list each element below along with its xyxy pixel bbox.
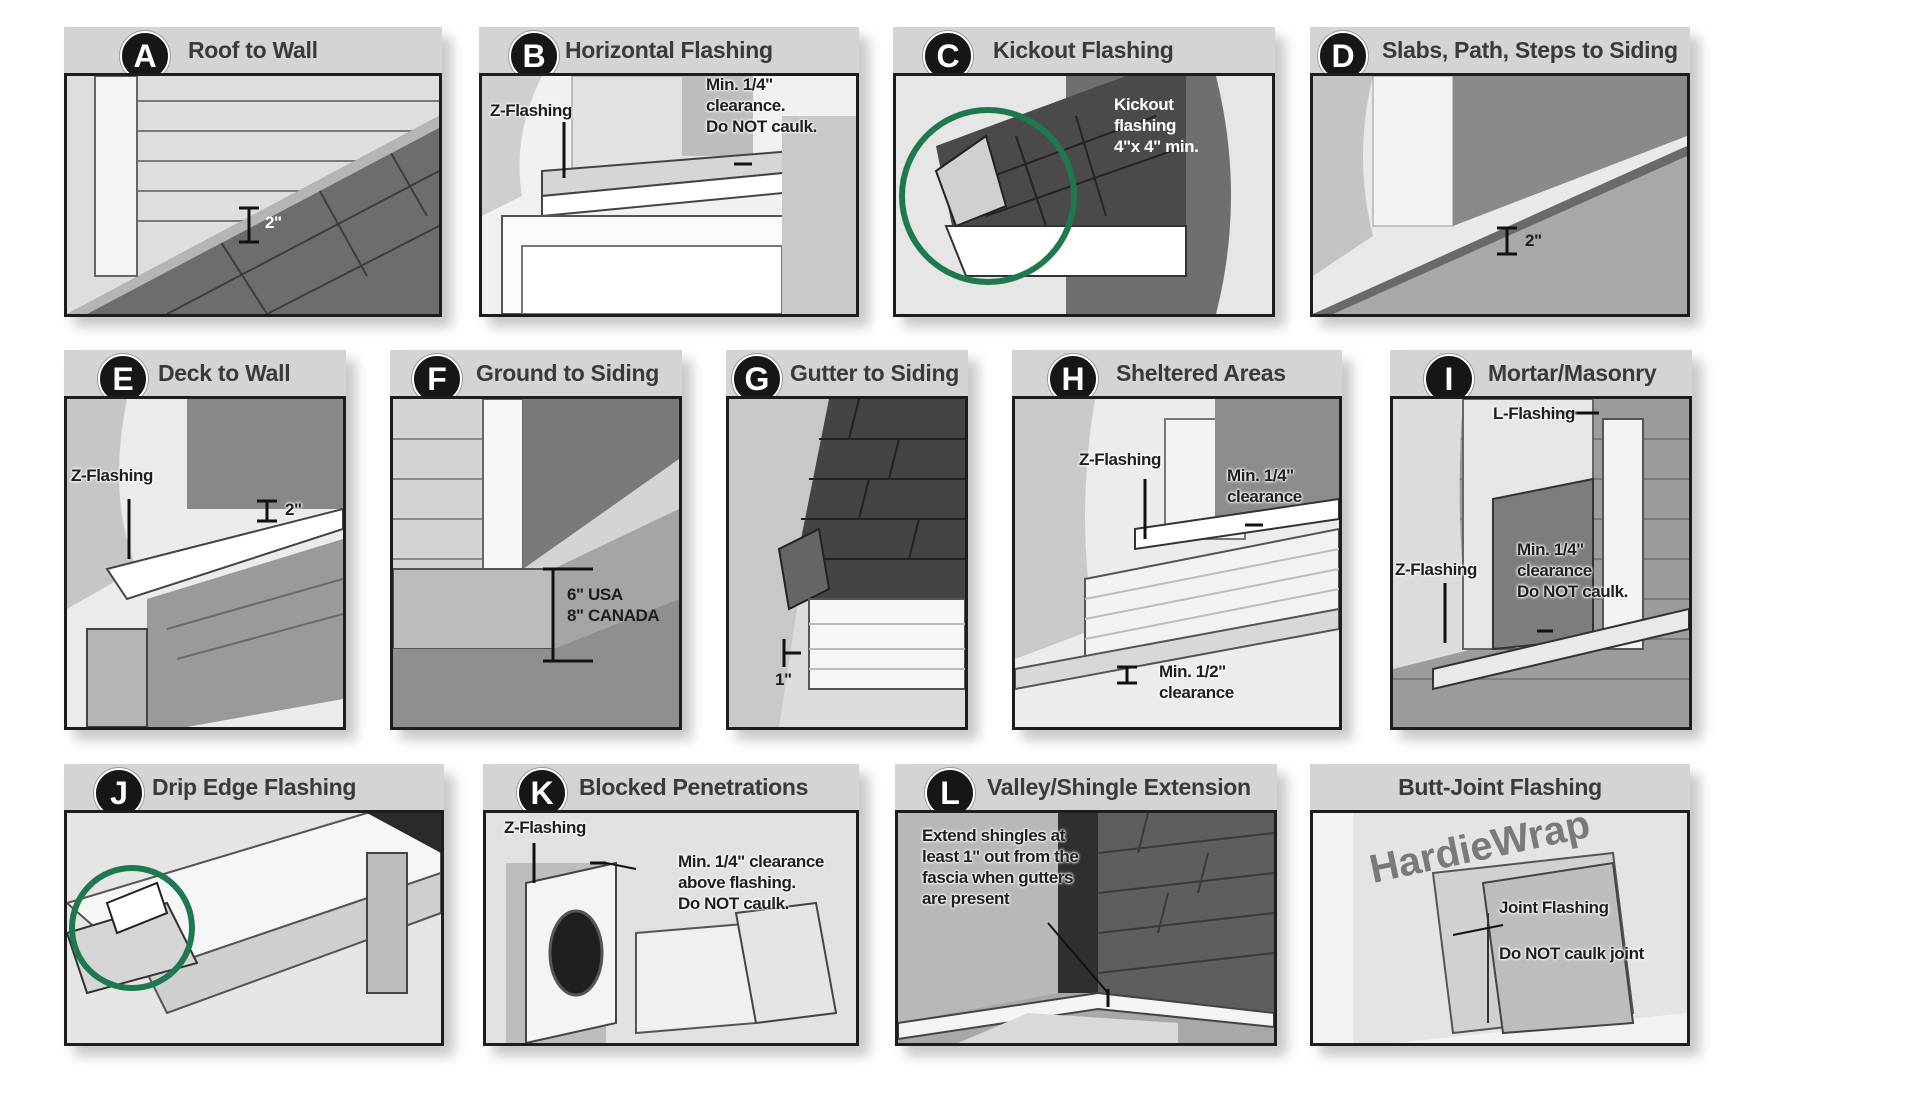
panel-illustration: 1" xyxy=(726,396,968,730)
panel-mortar-masonry: I Mortar/Masonry L-Flashing xyxy=(1390,350,1692,730)
z-flashing-label: Z-Flashing xyxy=(504,818,586,837)
panel-deck-to-wall: E Deck to Wall Z-Flashing 2" xyxy=(64,350,346,730)
panel-illustration: L-Flashing Z-Flashing Min. 1/4" clearanc… xyxy=(1390,396,1692,730)
panel-illustration: 2" xyxy=(1310,73,1690,317)
clearance-2in-label: 2" xyxy=(265,213,282,232)
panel-horizontal-flashing: B Horizontal Flashing Z-Flashing Min. 1/… xyxy=(479,27,859,317)
ground-clearance-label: 6" USA 8" CANADA xyxy=(567,585,660,625)
panel-illustration: HardieWrap Joint Flashing Do NOT caulk j… xyxy=(1310,810,1690,1046)
clearance-1in-label: 1" xyxy=(775,670,792,689)
panel-illustration: 6" USA 8" CANADA xyxy=(390,396,682,730)
panel-blocked-penetrations: K Blocked Penetrations Z-Flashing Min. 1… xyxy=(483,764,859,1046)
clearance-half-label: Min. 1/2" clearance xyxy=(1159,662,1234,702)
clearance-note: Min. 1/4" clearance. Do NOT caulk. xyxy=(706,75,817,136)
panel-ground-to-siding: F Ground to Siding 6" USA 8" CANADA xyxy=(390,350,682,730)
clearance-note: Min. 1/4" clearance Do NOT caulk. xyxy=(1517,540,1628,601)
panel-letter-badge: J xyxy=(94,768,144,818)
panel-letter-badge: A xyxy=(120,31,170,81)
clearance-2in-label: 2" xyxy=(285,500,302,519)
joint-flashing-label: Joint Flashing xyxy=(1499,898,1609,917)
panel-illustration: Z-Flashing Min. 1/4" clearance above fla… xyxy=(483,810,859,1046)
panel-valley-shingle-extension: L Valley/Shingle Extension Extend shi xyxy=(895,764,1277,1046)
z-flashing-label: Z-Flashing xyxy=(71,466,153,485)
panel-gutter-to-siding: G Gutter to Siding xyxy=(726,350,968,730)
panel-title: Kickout Flashing xyxy=(993,37,1174,63)
panel-letter-badge: K xyxy=(517,768,567,818)
panel-butt-joint-flashing: Butt-Joint Flashing HardieWrap Joint Fla… xyxy=(1310,764,1690,1046)
valley-extension-note: Extend shingles at least 1" out from the… xyxy=(922,826,1079,908)
z-flashing-label: Z-Flashing xyxy=(1395,560,1477,579)
panel-title: Gutter to Siding xyxy=(790,360,959,386)
panel-roof-to-wall: A Roof to Wall xyxy=(64,27,442,317)
panel-drip-edge-flashing: J Drip Edge Flashing xyxy=(64,764,444,1046)
panel-letter-badge: F xyxy=(412,354,462,404)
clearance-quarter-label: Min. 1/4" clearance xyxy=(1227,466,1302,506)
panel-sheltered-areas: H Sheltered Areas Z-Fla xyxy=(1012,350,1342,730)
panel-header xyxy=(1310,764,1690,811)
panel-illustration: 2" xyxy=(64,73,442,317)
panel-kickout-flashing: C Kickout Flashing Kickout flashing 4"x … xyxy=(893,27,1275,317)
caulk-joint-note: Do NOT caulk joint xyxy=(1499,944,1644,963)
panel-illustration: Z-Flashing Min. 1/4" clearance. Do NOT c… xyxy=(479,73,859,317)
panel-title: Ground to Siding xyxy=(476,360,659,386)
panel-title: Roof to Wall xyxy=(188,37,318,63)
z-flashing-label: Z-Flashing xyxy=(490,101,572,120)
clearance-note: Min. 1/4" clearance above flashing. Do N… xyxy=(678,852,824,913)
panel-slabs-path-steps: D Slabs, Path, Steps to Siding 2" xyxy=(1310,27,1690,317)
panel-letter-badge: E xyxy=(98,354,148,404)
panel-title: Valley/Shingle Extension xyxy=(987,774,1251,800)
panel-title: Deck to Wall xyxy=(158,360,291,386)
panel-title: Mortar/Masonry xyxy=(1488,360,1657,386)
clearance-2in-label: 2" xyxy=(1525,231,1542,250)
panel-title: Drip Edge Flashing xyxy=(152,774,357,800)
l-flashing-label: L-Flashing xyxy=(1493,404,1575,423)
panel-illustration: Z-Flashing 2" xyxy=(64,396,346,730)
panel-title: Slabs, Path, Steps to Siding xyxy=(1382,37,1678,63)
kickout-flashing-label: Kickout flashing 4"x 4" min. xyxy=(1114,95,1199,156)
z-flashing-label: Z-Flashing xyxy=(1079,450,1161,469)
panel-title: Butt-Joint Flashing xyxy=(1398,774,1602,800)
panel-illustration: Extend shingles at least 1" out from the… xyxy=(895,810,1277,1046)
panel-letter-badge: G xyxy=(732,354,782,404)
panel-illustration: Kickout flashing 4"x 4" min. xyxy=(893,73,1275,317)
panel-title: Horizontal Flashing xyxy=(565,37,773,63)
panel-letter-badge: C xyxy=(923,31,973,81)
panel-title: Blocked Penetrations xyxy=(579,774,809,800)
panel-title: Sheltered Areas xyxy=(1116,360,1286,386)
panel-illustration xyxy=(64,810,444,1046)
panel-illustration: Z-Flashing Min. 1/4" clearance Min. 1/2"… xyxy=(1012,396,1342,730)
